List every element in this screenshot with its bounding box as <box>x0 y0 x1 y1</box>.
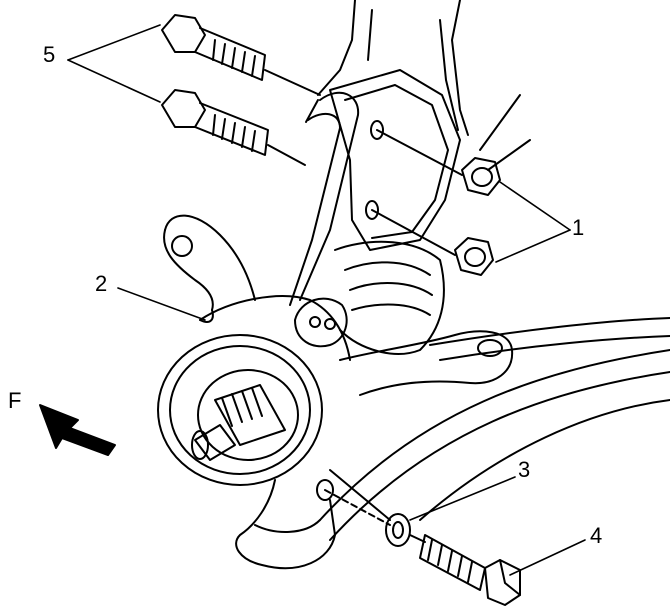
callout-1: 1 <box>572 215 585 240</box>
callout-5: 5 <box>43 42 56 67</box>
washer <box>324 489 411 547</box>
cv-boot <box>334 240 445 355</box>
leader-lines <box>67 24 586 576</box>
callout-4: 4 <box>590 523 603 548</box>
nut-lower <box>371 209 494 276</box>
shield-lines <box>319 317 670 541</box>
strut-bolt-lower <box>161 89 306 166</box>
callout-3: 3 <box>518 457 531 482</box>
steering-knuckle <box>157 91 514 570</box>
nut-upper <box>376 129 501 196</box>
direction-label: F <box>8 388 22 413</box>
knuckle-bolt <box>409 534 521 606</box>
callout-2: 2 <box>95 271 108 296</box>
forward-arrow-icon <box>39 404 116 456</box>
strut-bolt-upper <box>161 14 321 96</box>
